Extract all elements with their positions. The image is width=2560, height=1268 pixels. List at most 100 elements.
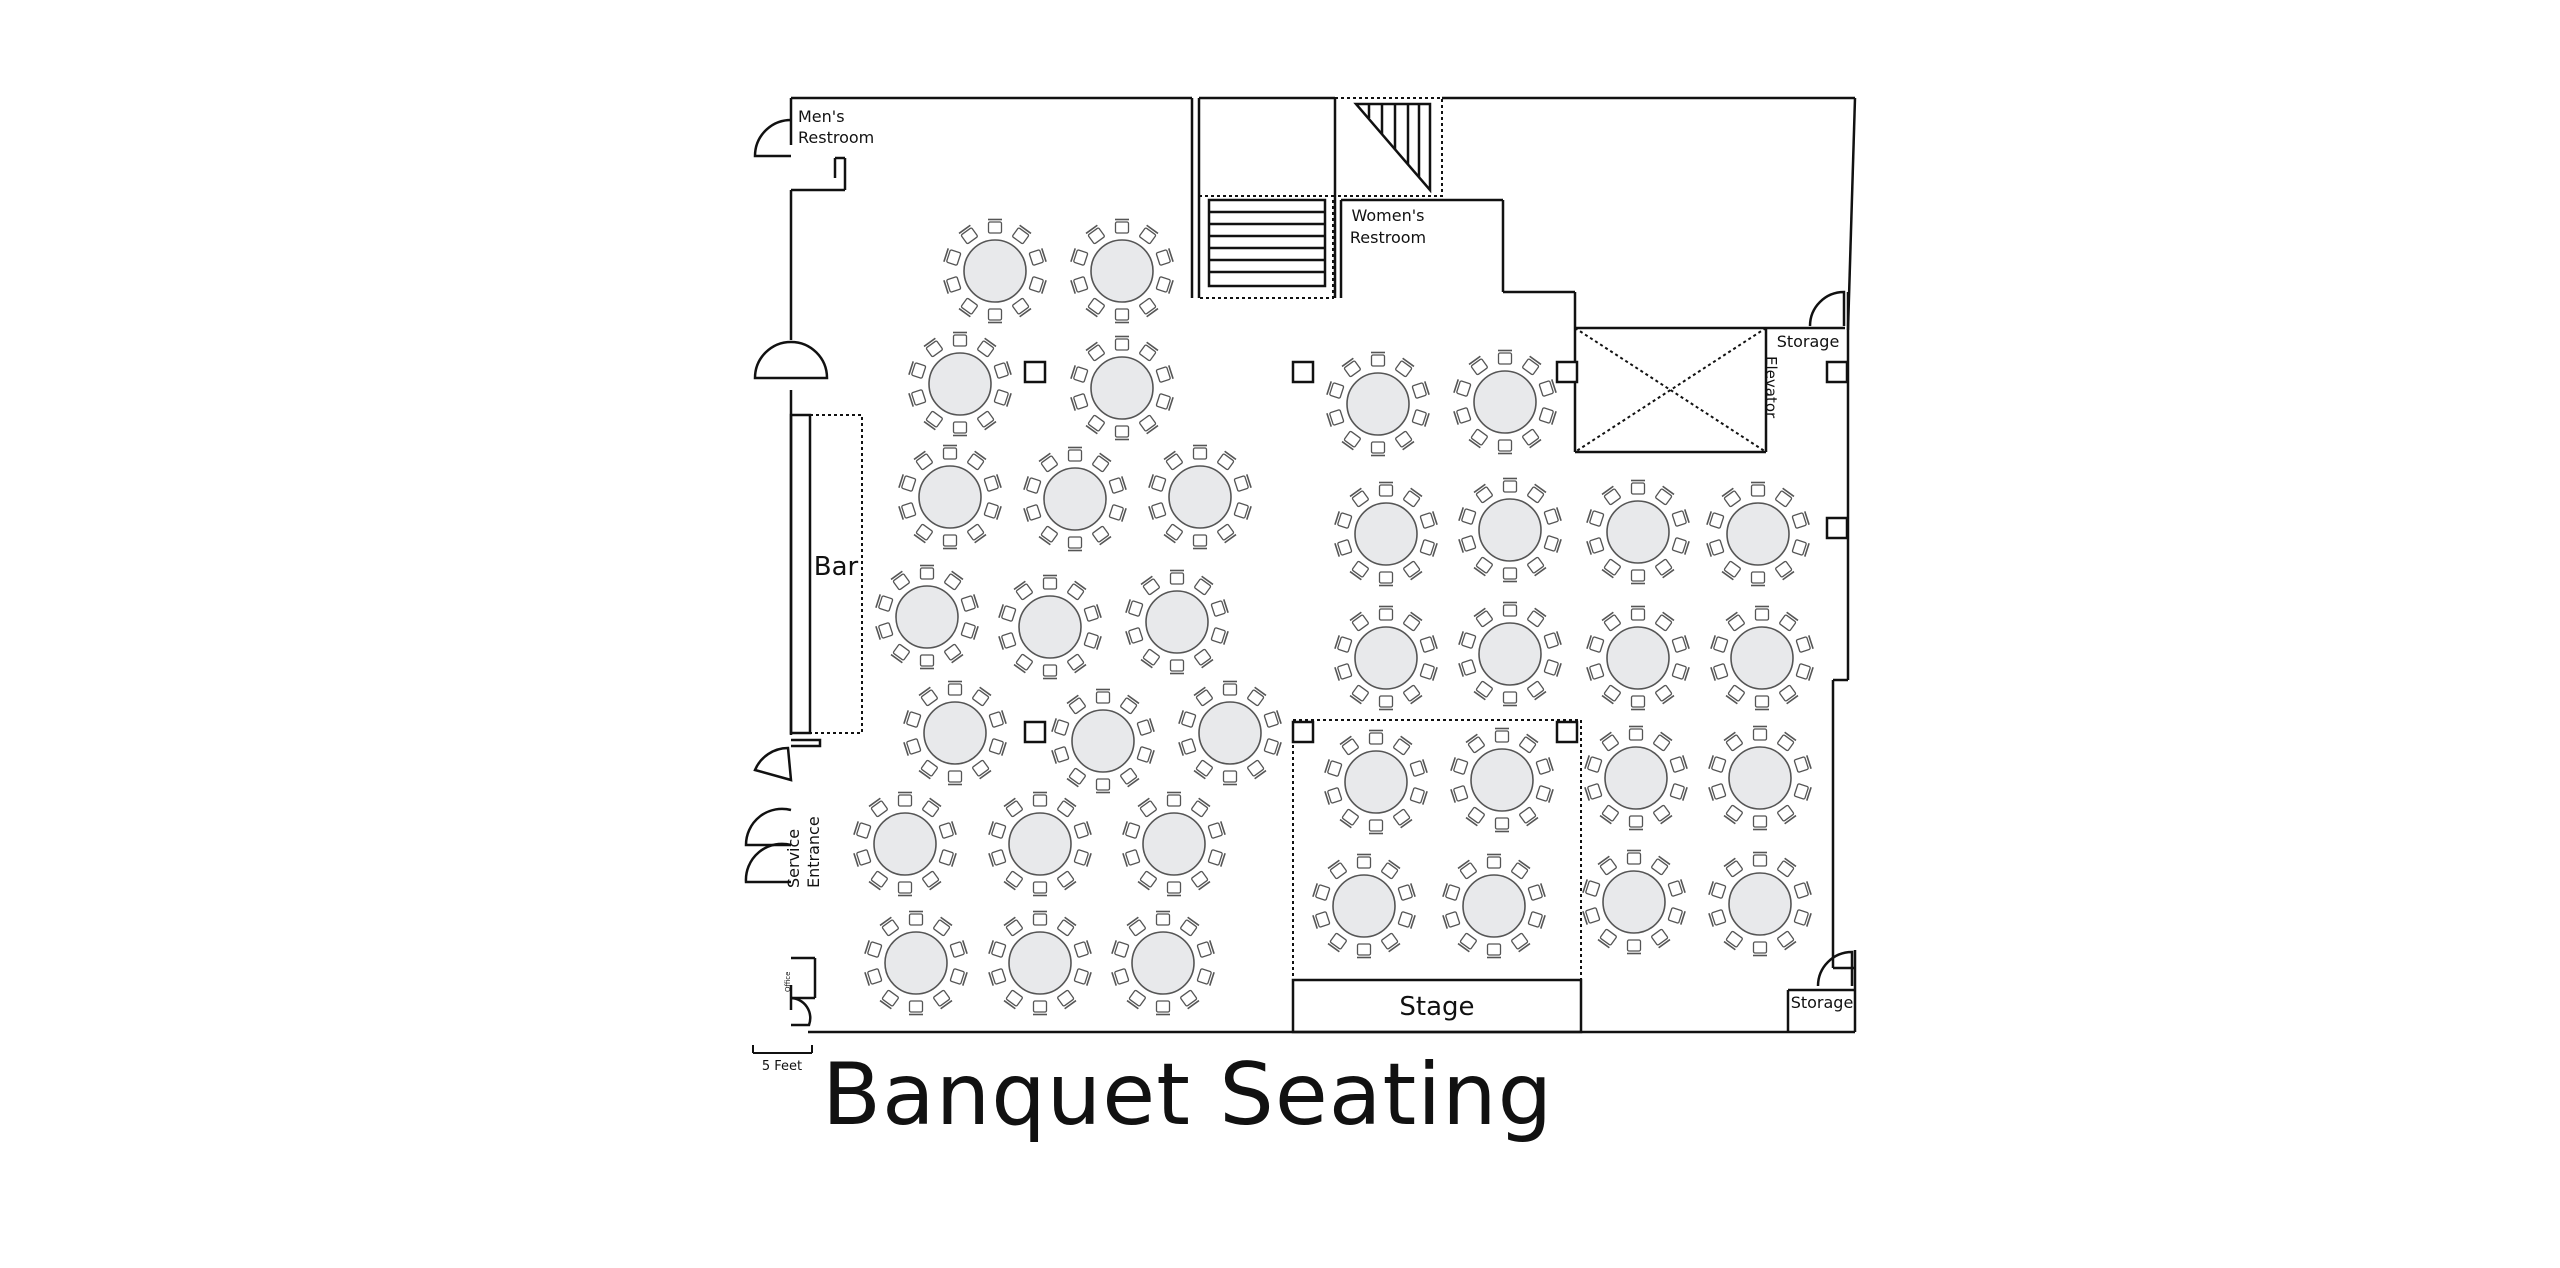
- chair: [1473, 556, 1493, 577]
- banquet-table[interactable]: [1453, 349, 1557, 455]
- banquet-table[interactable]: [988, 791, 1092, 897]
- door-service-upper[interactable]: [753, 746, 793, 782]
- door-service-b[interactable]: [744, 842, 792, 884]
- chair: [1655, 684, 1675, 705]
- chair: [1180, 916, 1200, 937]
- chair: [1136, 746, 1155, 764]
- chair: [1378, 695, 1394, 711]
- banquet-table[interactable]: [1070, 218, 1174, 324]
- chair: [972, 759, 992, 780]
- chair: [1057, 916, 1077, 937]
- chair: [1599, 731, 1619, 752]
- banquet-table[interactable]: [1324, 729, 1428, 835]
- chair: [1651, 928, 1671, 949]
- chair: [908, 361, 927, 379]
- banquet-table[interactable]: [1111, 910, 1215, 1016]
- banquet-table[interactable]: [1582, 849, 1686, 955]
- banquet-table[interactable]: [1312, 853, 1416, 959]
- chair: [1397, 911, 1416, 929]
- chair: [1706, 511, 1725, 529]
- chair: [1395, 357, 1415, 378]
- chair: [1522, 355, 1542, 376]
- chair: [1137, 797, 1157, 818]
- banquet-table[interactable]: [1586, 479, 1690, 585]
- banquet-table[interactable]: [1326, 351, 1430, 457]
- chair: [1334, 663, 1353, 681]
- banquet-table[interactable]: [1710, 605, 1814, 711]
- page-title: Banquet Seating: [822, 1045, 1554, 1145]
- chair: [1586, 635, 1605, 653]
- banquet-table[interactable]: [1458, 601, 1562, 707]
- chair: [1066, 767, 1086, 788]
- chair: [1511, 932, 1531, 953]
- banquet-table[interactable]: [1584, 725, 1688, 831]
- banquet-table[interactable]: [1070, 335, 1174, 441]
- room-labels: Men's Restroom Women's Restroom Storage …: [762, 107, 1853, 1074]
- chair: [918, 759, 938, 780]
- banquet-table[interactable]: [943, 218, 1047, 324]
- banquet-table[interactable]: [1125, 569, 1229, 675]
- table-top: [1606, 626, 1670, 690]
- banquet-table[interactable]: [998, 574, 1102, 680]
- chair: [1003, 870, 1023, 891]
- banquet-table[interactable]: [1178, 680, 1282, 786]
- table-top: [923, 701, 987, 765]
- chair: [993, 361, 1012, 379]
- chair: [988, 821, 1007, 839]
- banquet-table[interactable]: [1442, 853, 1546, 959]
- banquet-table[interactable]: [1708, 851, 1812, 957]
- chair: [908, 1000, 924, 1016]
- table-top: [884, 931, 948, 995]
- elevator-cross-b: [1574, 327, 1767, 453]
- table-top: [1606, 500, 1670, 564]
- table-top: [1728, 872, 1792, 936]
- banquet-table[interactable]: [1334, 481, 1438, 587]
- chair: [1092, 525, 1112, 546]
- banquet-table[interactable]: [853, 791, 957, 897]
- chair: [1155, 365, 1174, 383]
- banquet-table[interactable]: [898, 444, 1002, 550]
- banquet-table[interactable]: [1708, 725, 1812, 831]
- door-service-a[interactable]: [744, 807, 792, 847]
- bar-service-area: [809, 414, 863, 734]
- chair: [879, 989, 899, 1010]
- chair: [1108, 504, 1127, 522]
- banquet-table[interactable]: [903, 680, 1007, 786]
- chair: [1023, 476, 1042, 494]
- banquet-table[interactable]: [988, 910, 1092, 1016]
- banquet-table[interactable]: [1023, 446, 1127, 552]
- chair: [1708, 881, 1727, 899]
- chair: [1411, 381, 1430, 399]
- chair: [1356, 853, 1372, 869]
- banquet-table[interactable]: [1148, 444, 1252, 550]
- chair: [1486, 943, 1502, 959]
- chair: [1655, 611, 1675, 632]
- banquet-table[interactable]: [875, 564, 979, 670]
- chair: [1057, 989, 1077, 1010]
- chair: [983, 502, 1002, 520]
- banquet-table[interactable]: [1334, 605, 1438, 711]
- chair: [1193, 686, 1213, 707]
- door-mens-restroom[interactable]: [753, 118, 792, 158]
- chair: [1750, 571, 1766, 587]
- banquet-table[interactable]: [1051, 688, 1155, 794]
- chair: [1341, 430, 1361, 451]
- banquet-table[interactable]: [1122, 791, 1226, 897]
- banquet-table[interactable]: [1458, 477, 1562, 583]
- column: [1825, 360, 1849, 384]
- banquet-table[interactable]: [864, 910, 968, 1016]
- chair: [960, 622, 979, 640]
- door-storage-top[interactable]: [1808, 290, 1846, 327]
- door-office[interactable]: [790, 996, 812, 1027]
- banquet-table[interactable]: [1450, 727, 1554, 833]
- door-storage-bottom[interactable]: [1816, 950, 1854, 987]
- banquet-table[interactable]: [1706, 481, 1810, 587]
- chair: [1791, 539, 1810, 557]
- banquet-table[interactable]: [1586, 605, 1690, 711]
- chair: [1669, 783, 1688, 801]
- chair: [1139, 341, 1159, 362]
- banquet-table[interactable]: [908, 331, 1012, 437]
- door-bar-entrance[interactable]: [753, 340, 829, 380]
- chair: [864, 968, 883, 986]
